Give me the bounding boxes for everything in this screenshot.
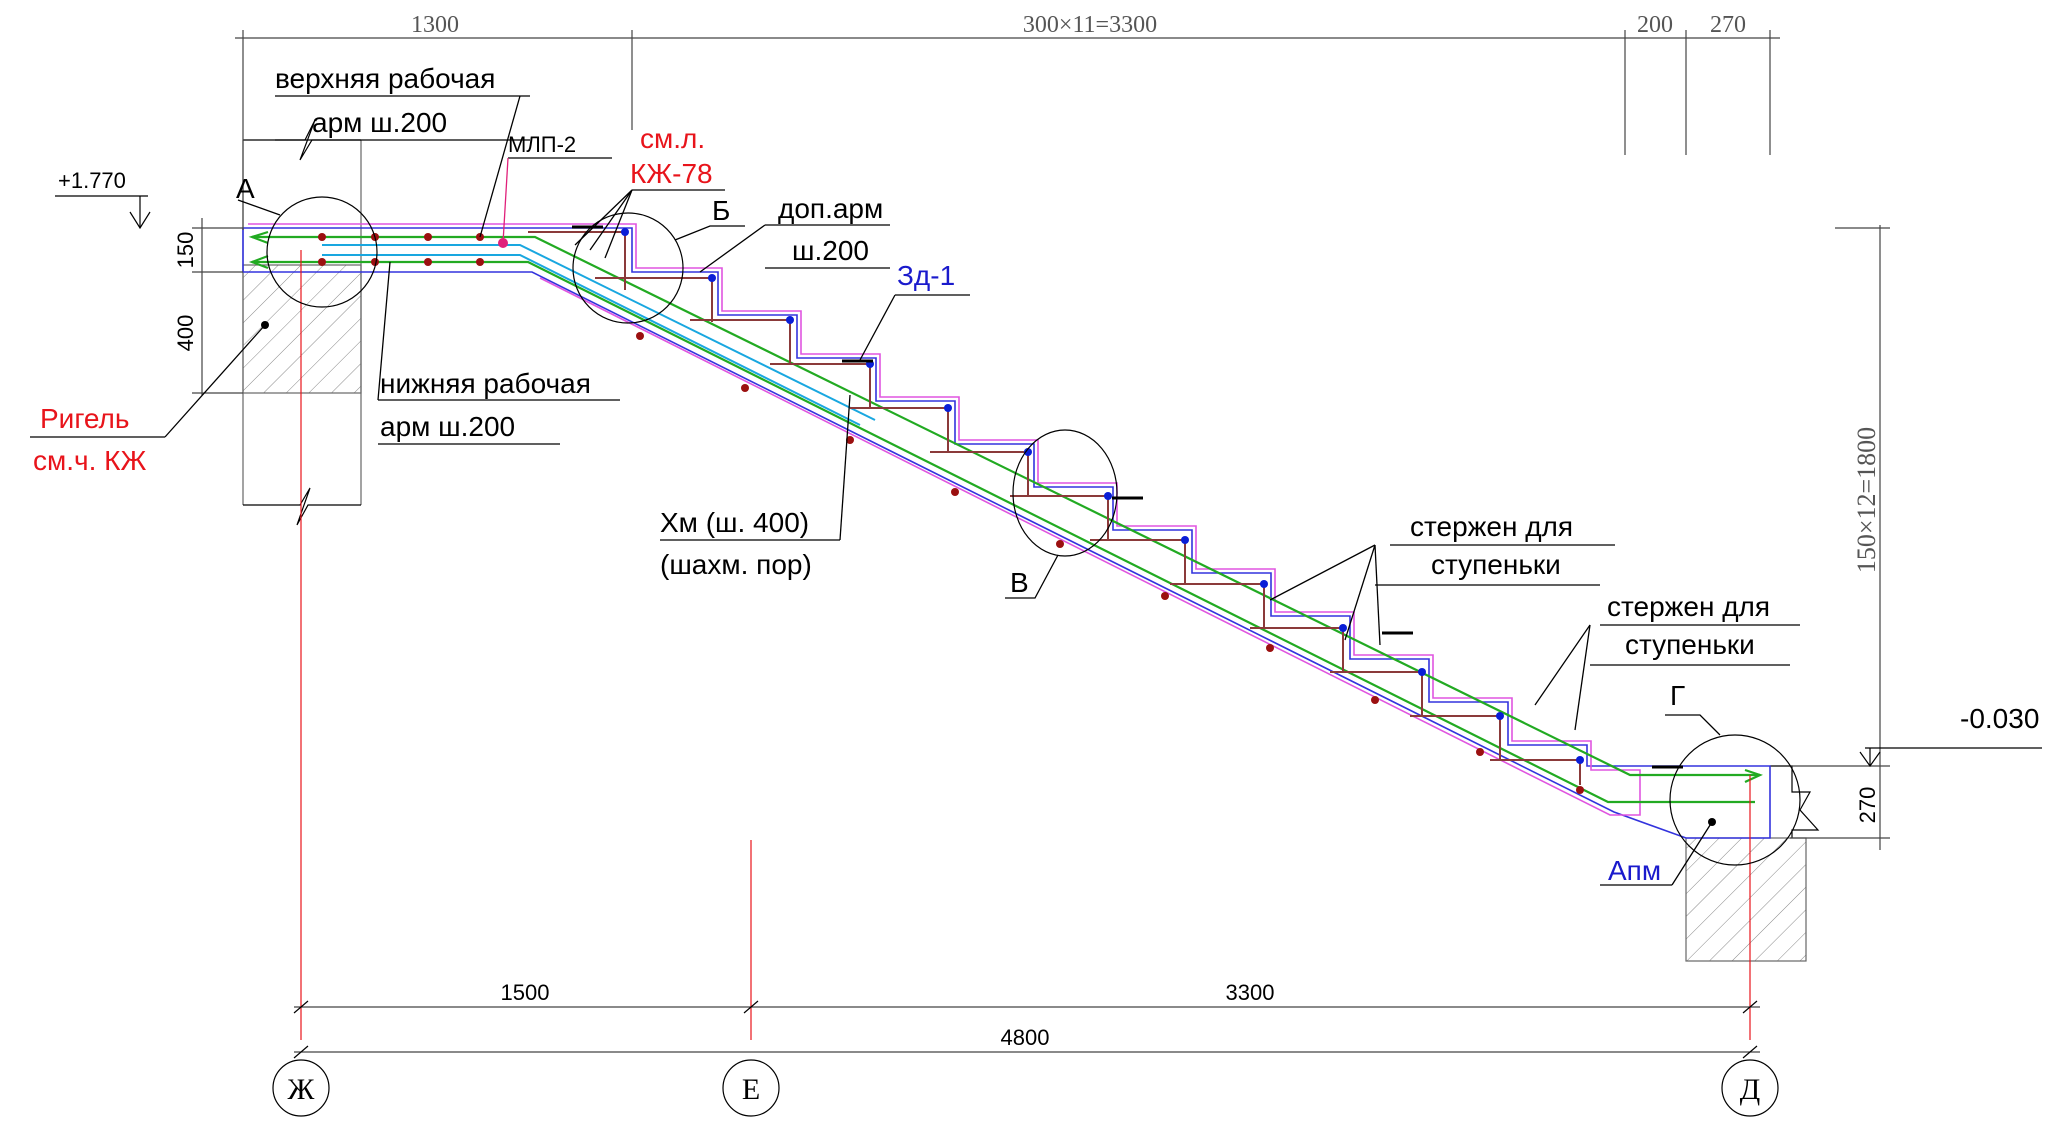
dim-right-1800: 150×12=1800	[1852, 427, 1881, 573]
left-dimension-chain	[192, 218, 243, 395]
label-zd	[859, 294, 970, 361]
label-lower-rebar	[377, 261, 620, 445]
callout-b-label: Б	[712, 195, 730, 226]
marker-bars	[572, 225, 1683, 769]
lower-rebar-line2: арм ш.200	[380, 411, 515, 442]
label-step-bar-b	[1534, 624, 1800, 731]
callout-b	[572, 212, 745, 324]
ref-line1: см.л.	[640, 123, 705, 154]
xm-line2: (шахм. пор)	[660, 549, 812, 580]
callout-a	[237, 196, 378, 308]
label-beam	[30, 321, 269, 438]
zd-label: Зд-1	[897, 260, 955, 291]
level-mark-bottom	[1859, 747, 2042, 768]
rebar-dots	[318, 228, 1584, 794]
xm-line1: Хм (ш. 400)	[660, 507, 809, 538]
callout-v	[1005, 429, 1118, 599]
left-beam	[242, 119, 362, 526]
label-xm	[660, 394, 851, 541]
label-apm	[1600, 818, 1716, 886]
upper-rebar-line1: верхняя рабочая	[275, 63, 495, 94]
extra-rebar-line1: доп.арм	[778, 193, 883, 224]
dim-bottom-4800: 4800	[1001, 1025, 1050, 1050]
axis-bubble-d: Д	[1721, 1059, 1779, 1117]
upper-rebar-line2: арм ш.200	[312, 107, 447, 138]
label-step-bar-a	[1269, 544, 1615, 646]
label-mlp	[502, 157, 612, 244]
mlp-label: МЛП-2	[508, 132, 576, 157]
right-support	[1685, 765, 1820, 962]
level-bottom-label: -0.030	[1960, 703, 2039, 734]
dim-top-270: 270	[1710, 12, 1746, 38]
stair-outline	[242, 223, 1771, 839]
step-bar-b-line1: стержен для	[1607, 591, 1770, 622]
dim-left-150: 150	[173, 232, 198, 269]
level-mark-top	[55, 195, 151, 230]
callout-a-label: А	[236, 173, 255, 204]
rebar-cyan	[322, 244, 876, 426]
right-dimension-chain	[1790, 225, 1890, 850]
beam-line2: см.ч. КЖ	[33, 445, 146, 476]
dim-left-400: 400	[173, 315, 198, 352]
dim-bottom-1500: 1500	[501, 980, 550, 1005]
ref-line2: КЖ-78	[630, 158, 713, 189]
extra-rebar-line2: ш.200	[792, 235, 869, 266]
step-bar-b-line2: ступеньки	[1625, 629, 1755, 660]
dim-top-200: 200	[1637, 12, 1673, 38]
svg-text:Е: Е	[742, 1073, 760, 1106]
step-bar-a-line1: стержен для	[1410, 511, 1573, 542]
callout-v-label: В	[1010, 567, 1029, 598]
svg-text:Ж: Ж	[288, 1073, 315, 1106]
label-extra-rebar	[699, 224, 890, 273]
dim-bottom-3300: 3300	[1226, 980, 1275, 1005]
beam-line1: Ригель	[40, 403, 129, 434]
level-top-label: +1.770	[58, 168, 126, 193]
top-dimension-chain	[235, 30, 1780, 230]
dim-top-1300: 1300	[411, 12, 459, 38]
label-upper-rebar	[275, 95, 530, 238]
dim-top-3300: 300×11=3300	[1023, 12, 1157, 38]
step-bar-a-line2: ступеньки	[1431, 549, 1561, 580]
axis-bubble-zh: Ж	[272, 1059, 330, 1117]
dim-right-270: 270	[1855, 787, 1880, 824]
callout-g-label: Г	[1670, 680, 1685, 711]
label-ref	[574, 189, 725, 259]
bottom-dimension-chain	[293, 1000, 1760, 1059]
svg-text:Д: Д	[1740, 1073, 1760, 1106]
lower-rebar-line1: нижняя рабочая	[380, 368, 591, 399]
apm-label: Апм	[1608, 855, 1661, 886]
axis-bubble-e: Е	[722, 1059, 780, 1117]
callout-g	[1665, 714, 1801, 866]
